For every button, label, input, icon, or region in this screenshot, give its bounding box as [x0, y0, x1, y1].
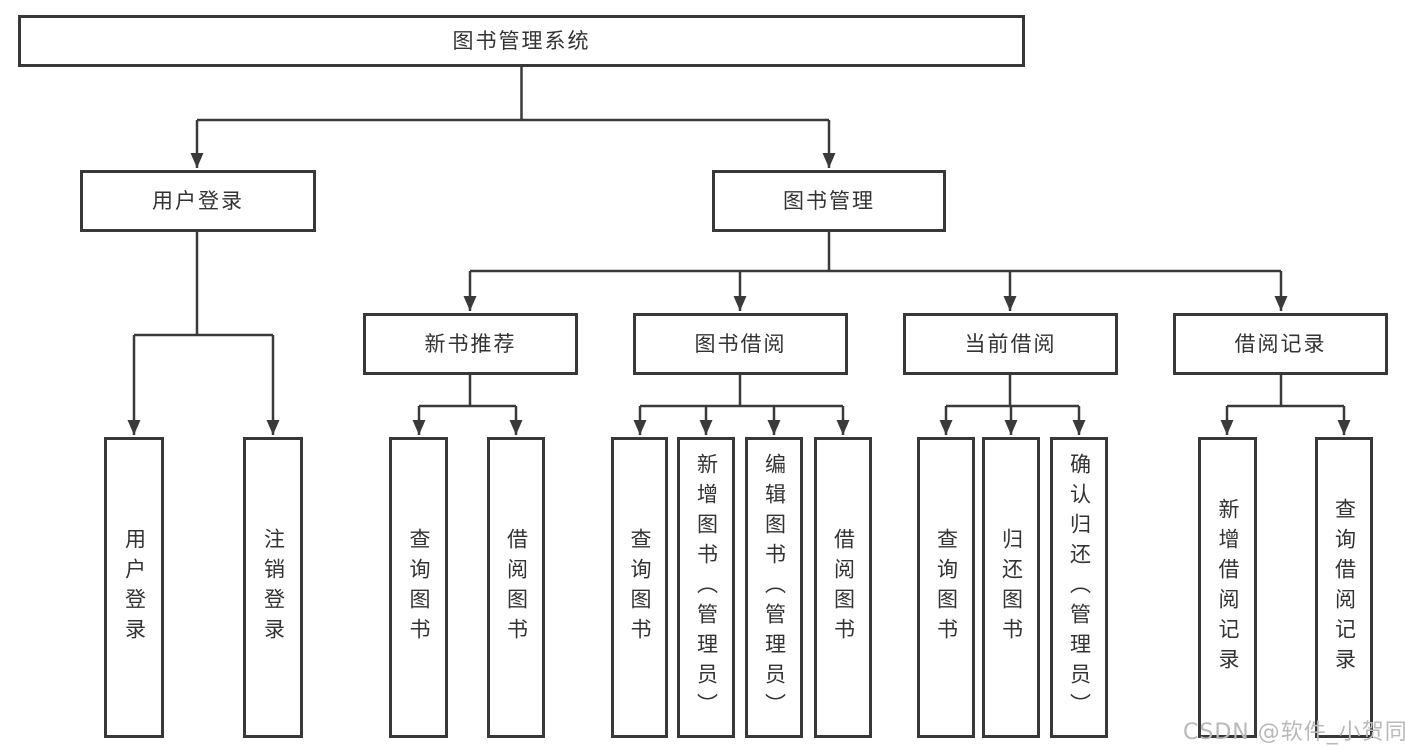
- node-root-label: 图书管理系统: [452, 28, 591, 53]
- node-book-management: 图书管理: [712, 170, 946, 232]
- leaf-return-books: 归还图书: [982, 437, 1040, 738]
- leaf-borrow-books-recommend: 借阅图书: [487, 437, 545, 738]
- connectors-borrow-records: [1220, 375, 1351, 435]
- node-book-management-label: 图书管理: [783, 188, 875, 213]
- node-new-book-recommend: 新书推荐: [363, 313, 578, 375]
- leaf-query-books-borrow-label: 查询图书: [628, 527, 652, 648]
- node-user-login-label: 用户登录: [152, 188, 244, 213]
- node-book-borrow: 图书借阅: [633, 313, 848, 375]
- csdn-watermark: CSDN @软件_小贺同学: [1183, 720, 1405, 745]
- node-current-borrow-label: 当前借阅: [964, 331, 1057, 356]
- leaf-query-books-borrow: 查询图书: [611, 437, 668, 738]
- node-borrow-records: 借阅记录: [1173, 313, 1388, 375]
- leaf-borrow-books-recommend-label: 借阅图书: [504, 527, 529, 648]
- node-current-borrow: 当前借阅: [903, 313, 1118, 375]
- leaf-query-borrow-record: 查询借阅记录: [1315, 437, 1373, 738]
- node-new-book-recommend-label: 新书推荐: [424, 331, 517, 356]
- leaf-query-books-current: 查询图书: [917, 437, 975, 738]
- leaf-query-borrow-record-label: 查询借阅记录: [1332, 497, 1357, 678]
- leaf-add-borrow-record: 新增借阅记录: [1198, 437, 1257, 738]
- leaf-user-login: 用户登录: [104, 437, 164, 738]
- node-borrow-records-label: 借阅记录: [1234, 331, 1327, 356]
- leaf-add-books-admin: 新增图书（管理员）: [677, 437, 735, 738]
- node-user-login: 用户登录: [80, 170, 316, 232]
- leaf-borrow-books: 借阅图书: [814, 437, 872, 738]
- leaf-user-login-label: 用户登录: [122, 527, 147, 648]
- leaf-confirm-return-admin-label: 确认归还（管理员）: [1067, 452, 1092, 723]
- connectors-current-borrow: [939, 375, 1086, 435]
- node-book-borrow-label: 图书借阅: [694, 331, 787, 356]
- connectors-user-login: [127, 232, 280, 435]
- leaf-add-books-admin-label: 新增图书（管理员）: [694, 452, 719, 723]
- connectors-book-borrow: [633, 375, 850, 435]
- leaf-confirm-return-admin: 确认归还（管理员）: [1050, 437, 1108, 738]
- leaf-query-books-recommend-label: 查询图书: [407, 527, 431, 648]
- leaf-return-books-label: 归还图书: [999, 527, 1024, 648]
- leaf-borrow-books-label: 借阅图书: [831, 527, 856, 648]
- connectors-book-management: [463, 232, 1288, 311]
- leaf-logout-label: 注销登录: [261, 527, 286, 648]
- connectors-root: [190, 67, 836, 168]
- leaf-edit-books-admin-label: 编辑图书（管理员）: [762, 452, 787, 723]
- leaf-query-books-current-label: 查询图书: [934, 527, 959, 648]
- leaf-query-books-recommend: 查询图书: [389, 437, 448, 738]
- leaf-edit-books-admin: 编辑图书（管理员）: [745, 437, 803, 738]
- leaf-logout: 注销登录: [243, 437, 303, 738]
- leaf-add-borrow-record-label: 新增借阅记录: [1216, 497, 1240, 678]
- connectors-new-book-recommend: [412, 375, 523, 435]
- node-root: 图书管理系统: [18, 15, 1025, 67]
